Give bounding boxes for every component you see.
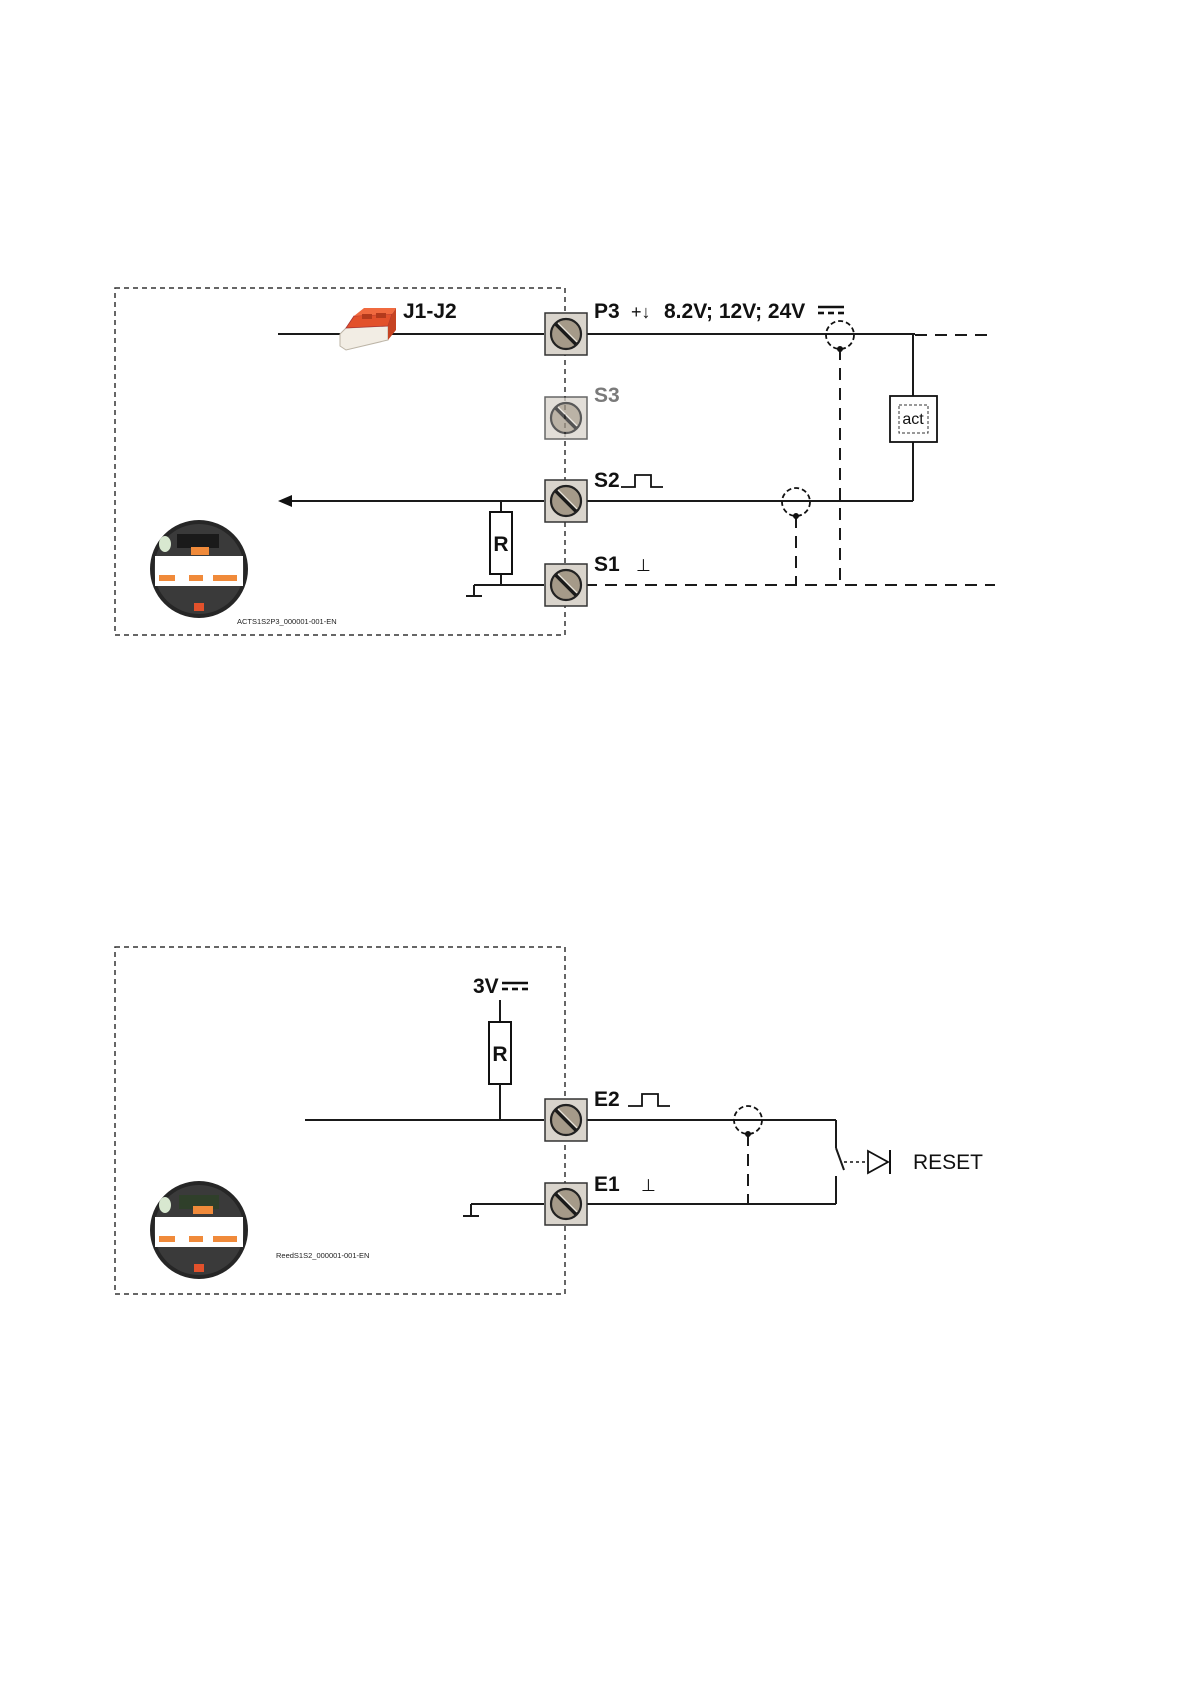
- terminal-s3: [545, 397, 587, 439]
- reset-diode-icon: [868, 1150, 890, 1174]
- terminal-s2: [545, 480, 587, 522]
- ground-symbol-s1: ⊥: [636, 556, 651, 575]
- terminal-e2: [545, 1099, 587, 1141]
- reset-label: RESET: [913, 1151, 983, 1174]
- ground-symbol-e1: ⊥: [641, 1176, 656, 1195]
- dc-symbol-bottom: [502, 983, 528, 989]
- caption-bottom: ReedS1S2_000001-001-EN: [276, 1251, 369, 1260]
- resistor-top-label: R: [493, 533, 508, 556]
- p3-voltage-label: 8.2V; 12V; 24V: [664, 300, 805, 323]
- board-photo-bottom: [150, 1181, 248, 1279]
- terminal-e2-label: E2: [594, 1088, 620, 1111]
- terminal-p3-label: P3: [594, 300, 620, 323]
- supply-label: 3V: [473, 975, 499, 998]
- relay-label: J1-J2: [403, 300, 457, 323]
- diagram-top: R act J1-J2 P3 +↓ 8.2V; 12V; 24V S3 S2 S…: [115, 288, 995, 635]
- resistor-bottom-label: R: [492, 1043, 507, 1066]
- dc-symbol-top: [818, 307, 844, 313]
- diagram-bottom: 3V R RESET E2 E1 ⊥: [115, 947, 983, 1294]
- caption-top: ACTS1S2P3_000001-001-EN: [237, 617, 337, 626]
- terminal-s3-label: S3: [594, 384, 620, 407]
- terminal-s2-label: S2: [594, 469, 620, 492]
- board-photo-top: [150, 520, 248, 618]
- terminal-p3: [545, 313, 587, 355]
- terminal-e1: [545, 1183, 587, 1225]
- terminal-e1-label: E1: [594, 1173, 620, 1196]
- relay-connector-icon: [340, 308, 396, 350]
- pulse-symbol-top: [621, 475, 663, 487]
- actuator-label: act: [902, 411, 924, 428]
- output-arrow: [278, 495, 292, 507]
- p3-polarity-symbol: +↓: [631, 302, 651, 322]
- terminal-s1-label: S1: [594, 553, 620, 576]
- pulse-symbol-bottom: [628, 1094, 670, 1106]
- terminal-s1: [545, 564, 587, 606]
